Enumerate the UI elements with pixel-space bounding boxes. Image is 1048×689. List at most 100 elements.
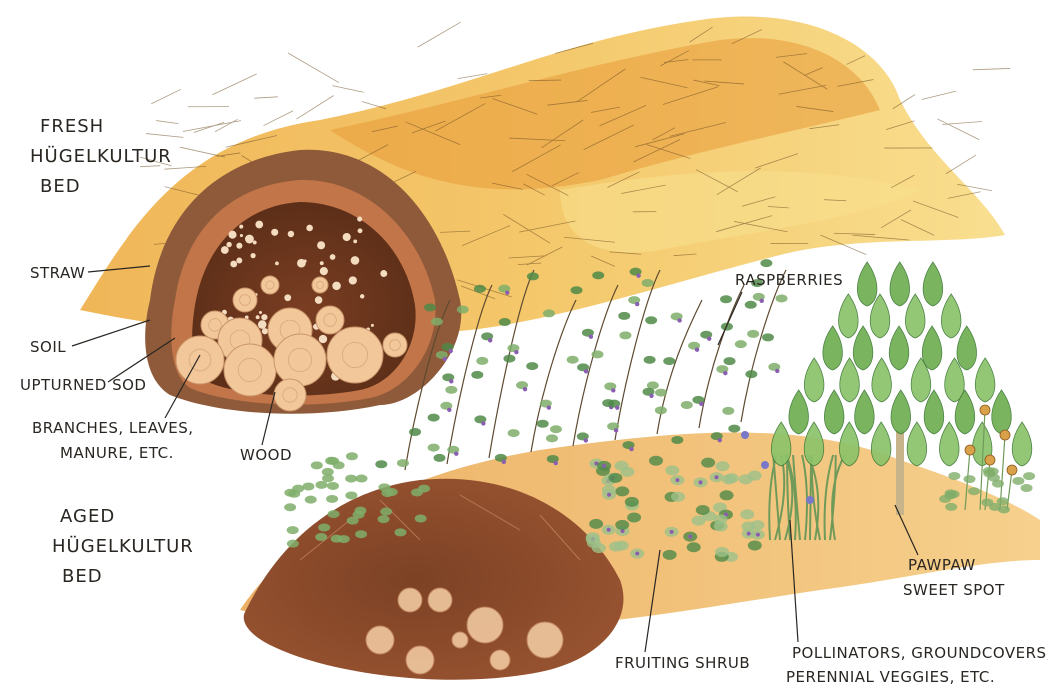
shrub-leaf [614, 461, 628, 471]
blue-flower [741, 431, 749, 439]
pawpaw-leaf [839, 294, 859, 338]
debris-dot [255, 221, 263, 229]
fresh-title-line1: FRESH [40, 116, 104, 137]
wood-log [233, 288, 257, 312]
raspberry [447, 408, 451, 412]
pawpaw-leaf [804, 358, 824, 402]
groundcover-leaf [346, 452, 358, 460]
low-leaf [945, 491, 957, 499]
cane-leaf [720, 295, 732, 303]
groundcover-leaf [287, 540, 299, 548]
pawpaw-leaf [975, 358, 995, 402]
groundcover-leaf [378, 515, 390, 523]
low-leaf [1012, 477, 1024, 485]
straw-stroke [362, 102, 386, 109]
groundcover-leaf [287, 526, 299, 534]
decayed-log [366, 626, 394, 654]
label-pawpaw-line2: SWEET SPOT [903, 581, 1005, 599]
shrub-berry [698, 480, 702, 484]
groundcover-leaf [315, 533, 327, 541]
label-raspberries: RASPBERRIES [735, 271, 843, 289]
wood-log [274, 379, 306, 411]
raspberry [547, 405, 551, 409]
straw-stroke [288, 53, 339, 83]
pawpaw-leaf [939, 422, 959, 466]
shrub-berry [602, 464, 606, 468]
shrub-berry [670, 530, 674, 534]
cane-leaf [645, 316, 657, 324]
raspberry [523, 387, 527, 391]
decayed-log [490, 650, 510, 670]
shrub-leaf [609, 542, 623, 552]
debris-dot [320, 267, 328, 275]
flower-head [980, 405, 990, 415]
groundcover-leaf [355, 530, 367, 538]
raspberry [443, 357, 447, 361]
groundcover-leaf [328, 510, 340, 518]
groundcover-leaf [302, 483, 314, 491]
straw-stroke [418, 22, 461, 47]
raspberry [723, 371, 727, 375]
raspberry [635, 302, 639, 306]
debris-dot [284, 294, 291, 301]
blue-flower [761, 461, 769, 469]
shrub-leaf [692, 516, 706, 526]
wood-log [261, 276, 279, 294]
cane-leaf [431, 318, 443, 326]
shrub-berry [675, 478, 679, 482]
cane-leaf [537, 420, 549, 428]
groundcover-leaf [415, 515, 427, 523]
wood-log [316, 306, 344, 334]
groundcover-leaf [327, 457, 339, 465]
shrub-leaf [740, 509, 754, 519]
raspberry [488, 338, 492, 342]
label-pollinators-line1: POLLINATORS, GROUNDCOVERS, [792, 644, 1048, 662]
label-pollinators-line2: PERENNIAL VEGGIES, ETC. [786, 668, 995, 686]
straw-stroke [156, 121, 178, 124]
raspberry [699, 402, 703, 406]
shrub-leaf [715, 547, 729, 557]
groundcover-leaf [397, 459, 409, 467]
cane-leaf [618, 312, 630, 320]
debris-dot [303, 259, 306, 262]
debris-dot [358, 228, 363, 233]
shrub-leaf [725, 473, 739, 483]
shrub-leaf [701, 458, 715, 468]
groundcover-leaf [386, 488, 398, 496]
shrub-leaf [671, 492, 685, 502]
debris-dot [261, 314, 267, 320]
raspberry [649, 394, 653, 398]
debris-dot [275, 261, 279, 265]
raspberry [611, 388, 615, 392]
pawpaw-leaf [823, 326, 843, 370]
debris-dot [230, 261, 237, 268]
shrub-leaf [720, 490, 734, 500]
debris-dot [380, 270, 387, 277]
raspberry [584, 438, 588, 442]
flower-head [985, 455, 995, 465]
fresh-title-line2: HÜGELKULTUR [30, 145, 172, 167]
low-leaf [968, 487, 980, 495]
cane-leaf [424, 303, 436, 311]
debris-dot [250, 253, 255, 258]
cane-leaf [642, 279, 654, 287]
cane-leaf [527, 272, 539, 280]
shrub-leaf [608, 473, 622, 483]
groundcover-leaf [394, 528, 406, 536]
debris-dot [236, 243, 242, 249]
groundcover-leaf [292, 485, 304, 493]
label-pawpaw-line1: PAWPAW [908, 556, 976, 574]
cane-leaf [471, 371, 483, 379]
debris-dot [236, 258, 242, 264]
debris-dot [239, 225, 243, 229]
wood-log [224, 344, 276, 396]
wood-log [274, 334, 326, 386]
raspberry [584, 369, 588, 373]
groundcover-leaf [322, 474, 334, 482]
debris-dot [349, 276, 357, 284]
cane-leaf [543, 309, 555, 317]
blue-flower [806, 496, 814, 504]
cane-leaf [375, 460, 387, 468]
